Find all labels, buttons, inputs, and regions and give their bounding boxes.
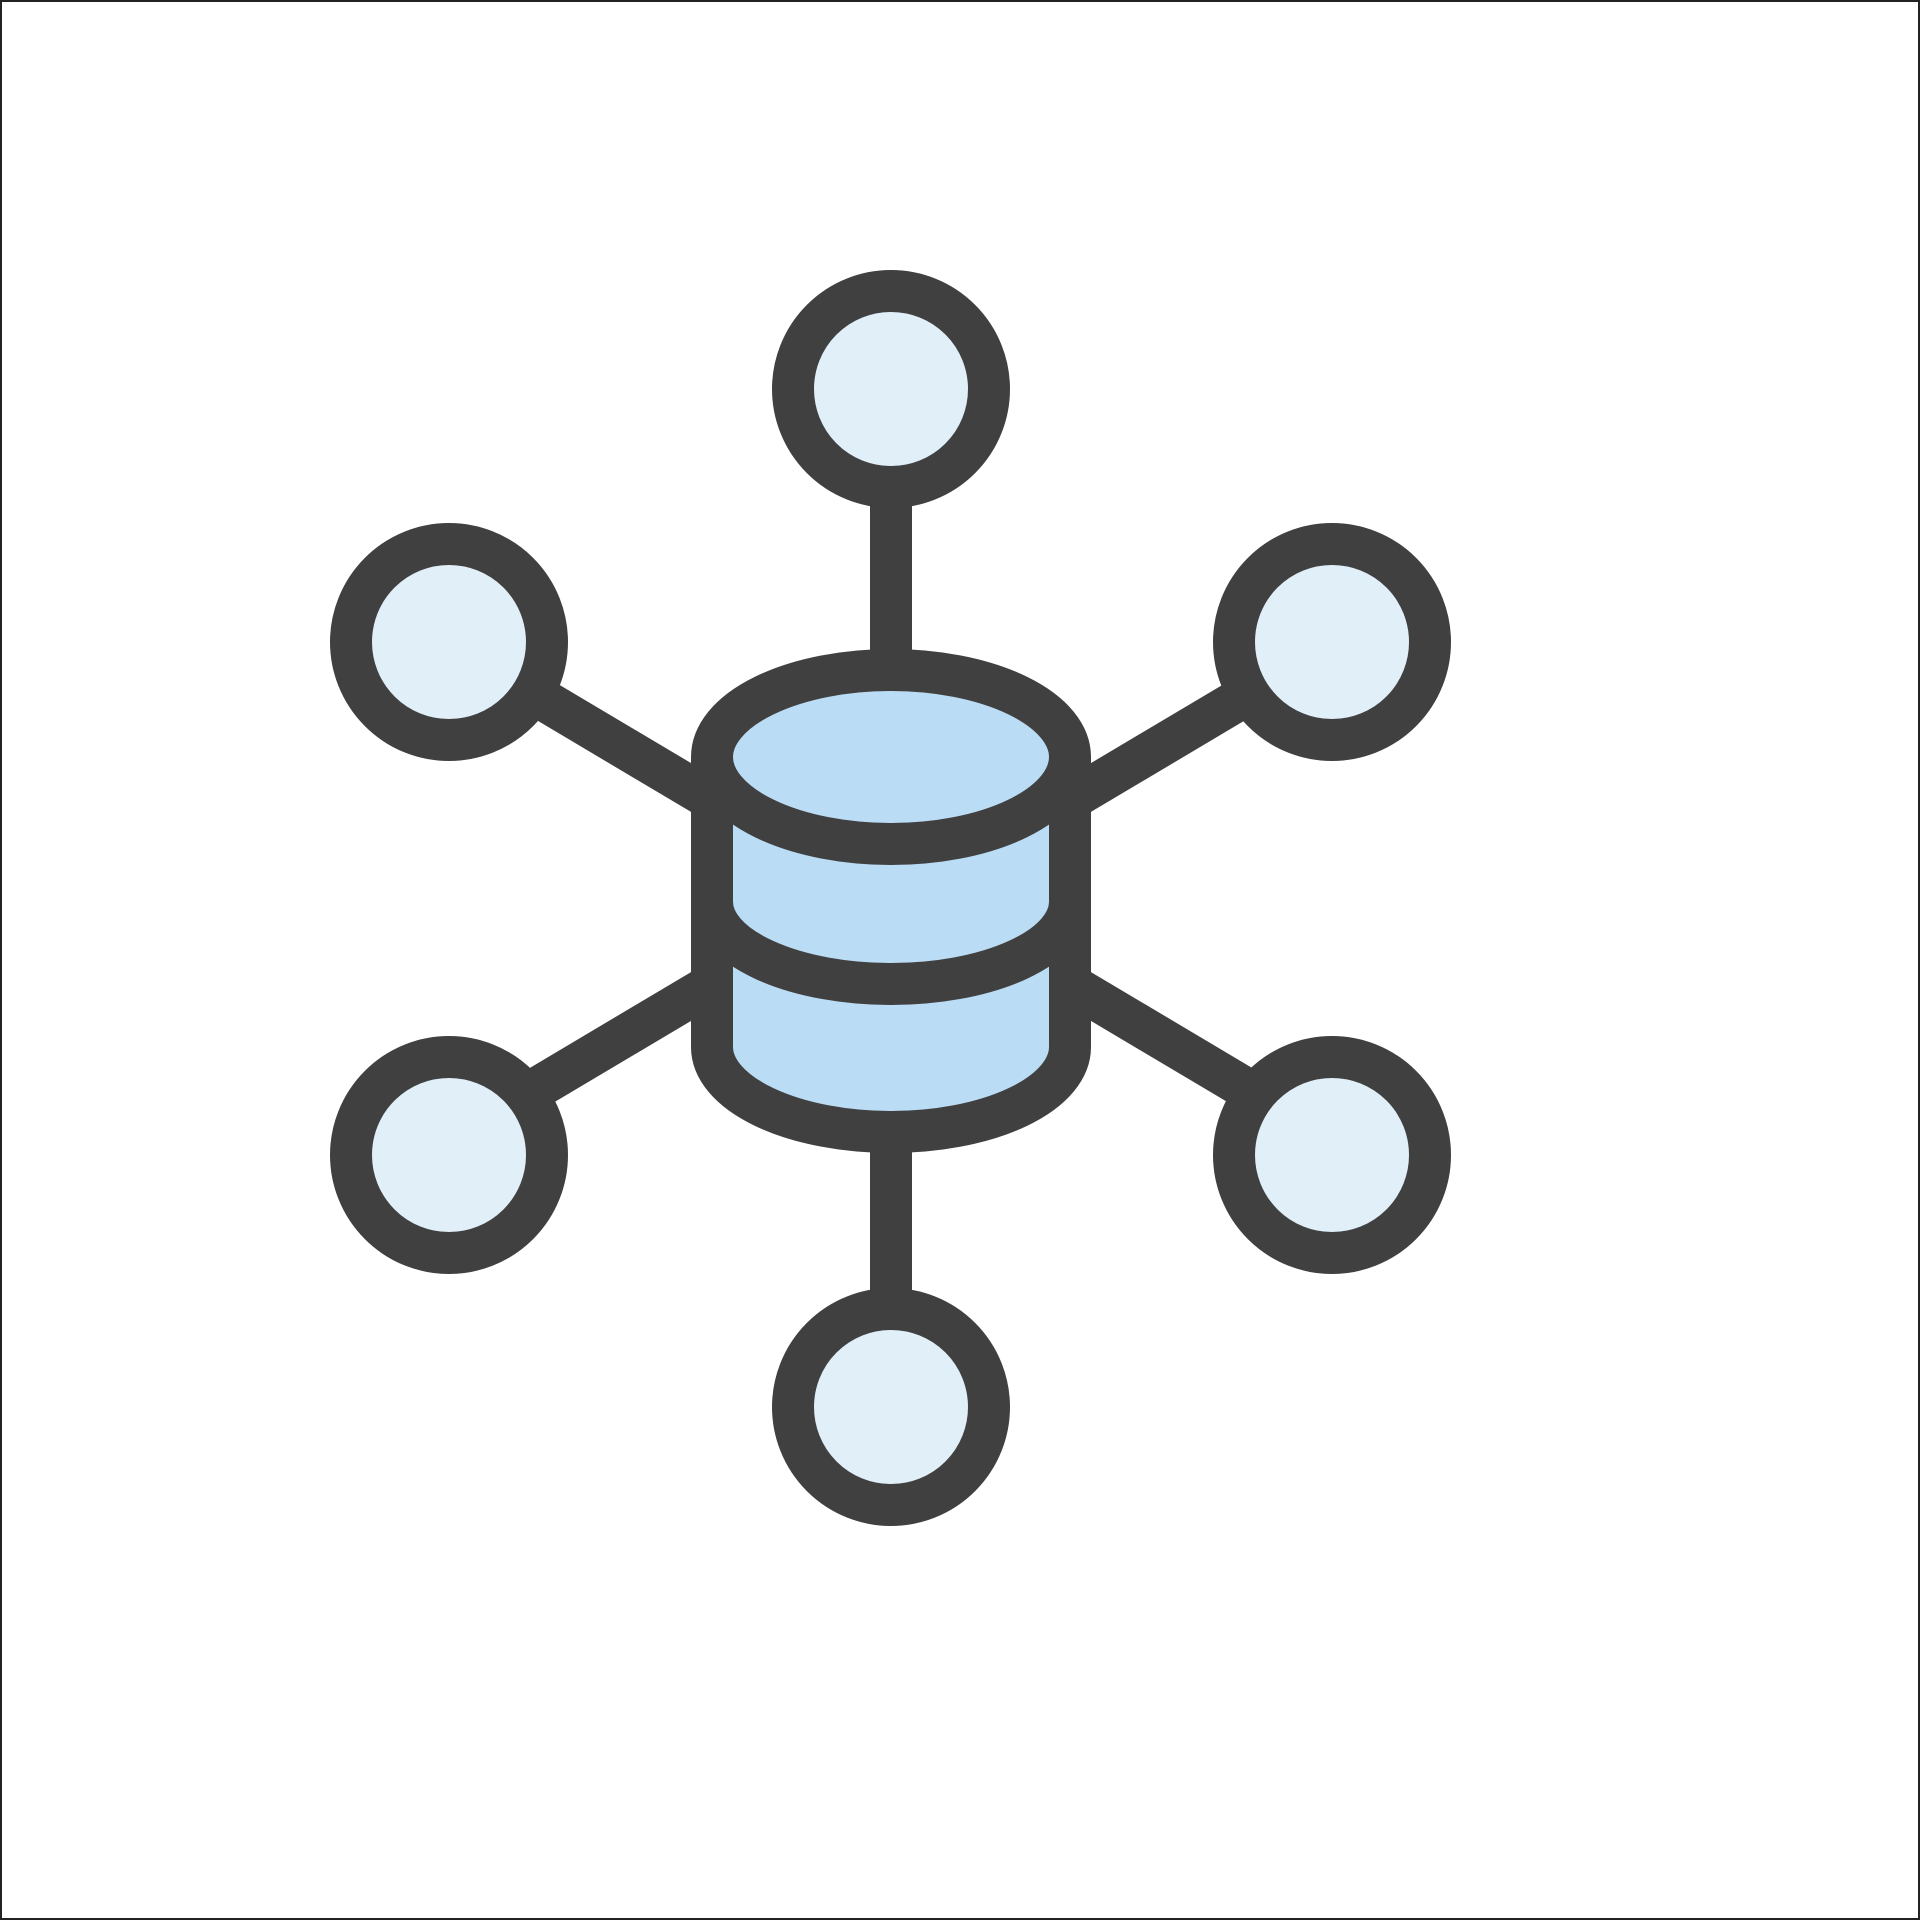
connector-bottom-left [501,966,728,1118]
network-nodes [330,270,1451,1526]
node-bottom-right [1213,1036,1451,1274]
database-bottom-curve [691,1045,1091,1153]
node-top-right [1213,523,1451,761]
database-top-lid [691,649,1091,865]
connector-lines [501,471,1281,1328]
connector-bottom-right [1054,966,1281,1118]
node-top-left [330,523,568,761]
database-icon [691,649,1091,1153]
database-middle-band [691,900,1091,1005]
node-bottom-left [330,1036,568,1274]
connector-top-right [1054,666,1281,818]
node-top [772,270,1010,508]
node-bottom [772,1288,1010,1526]
connector-top-left [501,666,728,818]
